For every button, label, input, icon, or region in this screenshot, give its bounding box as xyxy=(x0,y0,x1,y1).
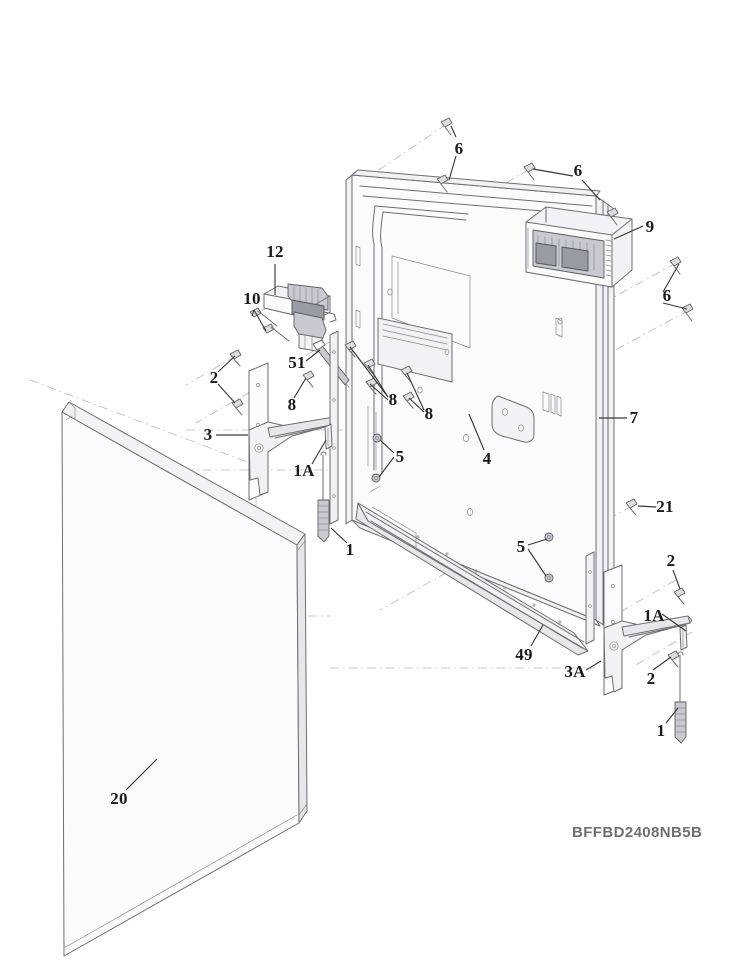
clip-5-d xyxy=(544,573,554,583)
screws xyxy=(229,117,694,668)
screw-8-a xyxy=(302,370,315,388)
screw-10-b xyxy=(262,323,290,342)
part-1-door-spring-right xyxy=(674,651,687,744)
clip-5-b xyxy=(371,473,381,483)
screw-8-b xyxy=(344,340,357,358)
part-3A-right-hinge-bracket xyxy=(603,564,693,696)
screw-6-e xyxy=(669,256,682,275)
clip-5-a xyxy=(372,433,382,443)
screw-21 xyxy=(625,498,638,516)
part-1A-door-cable-left xyxy=(324,423,333,450)
screw-2-d xyxy=(667,650,680,668)
screw-6-f xyxy=(681,303,694,322)
screw-6-b xyxy=(436,174,449,193)
screw-8-f xyxy=(402,391,415,409)
part-4-detergent-dispenser xyxy=(491,395,535,443)
leader-lines xyxy=(125,125,688,791)
part-1A-door-cable-right xyxy=(679,624,688,651)
screw-2-b xyxy=(231,398,244,416)
part-49-bottom-trim-strip xyxy=(355,502,589,656)
part-1-door-spring-left xyxy=(317,451,330,543)
part-20-outer-door-panel xyxy=(61,401,308,957)
part-3-left-hinge-bracket xyxy=(248,362,339,501)
vent-grille xyxy=(542,391,562,417)
screw-2-a xyxy=(229,349,242,367)
model-number-label: BFFBD2408NB5B xyxy=(572,824,703,841)
screw-2-c xyxy=(673,587,686,605)
screw-6-c xyxy=(523,162,536,181)
screw-6-a xyxy=(440,117,453,136)
left-frame-rail xyxy=(329,330,339,525)
screw-6-d xyxy=(606,207,619,226)
part-12-door-handle-latch-assembly xyxy=(263,283,337,353)
right-frame-rail xyxy=(585,551,595,645)
part-9-control-panel-module xyxy=(525,206,633,288)
